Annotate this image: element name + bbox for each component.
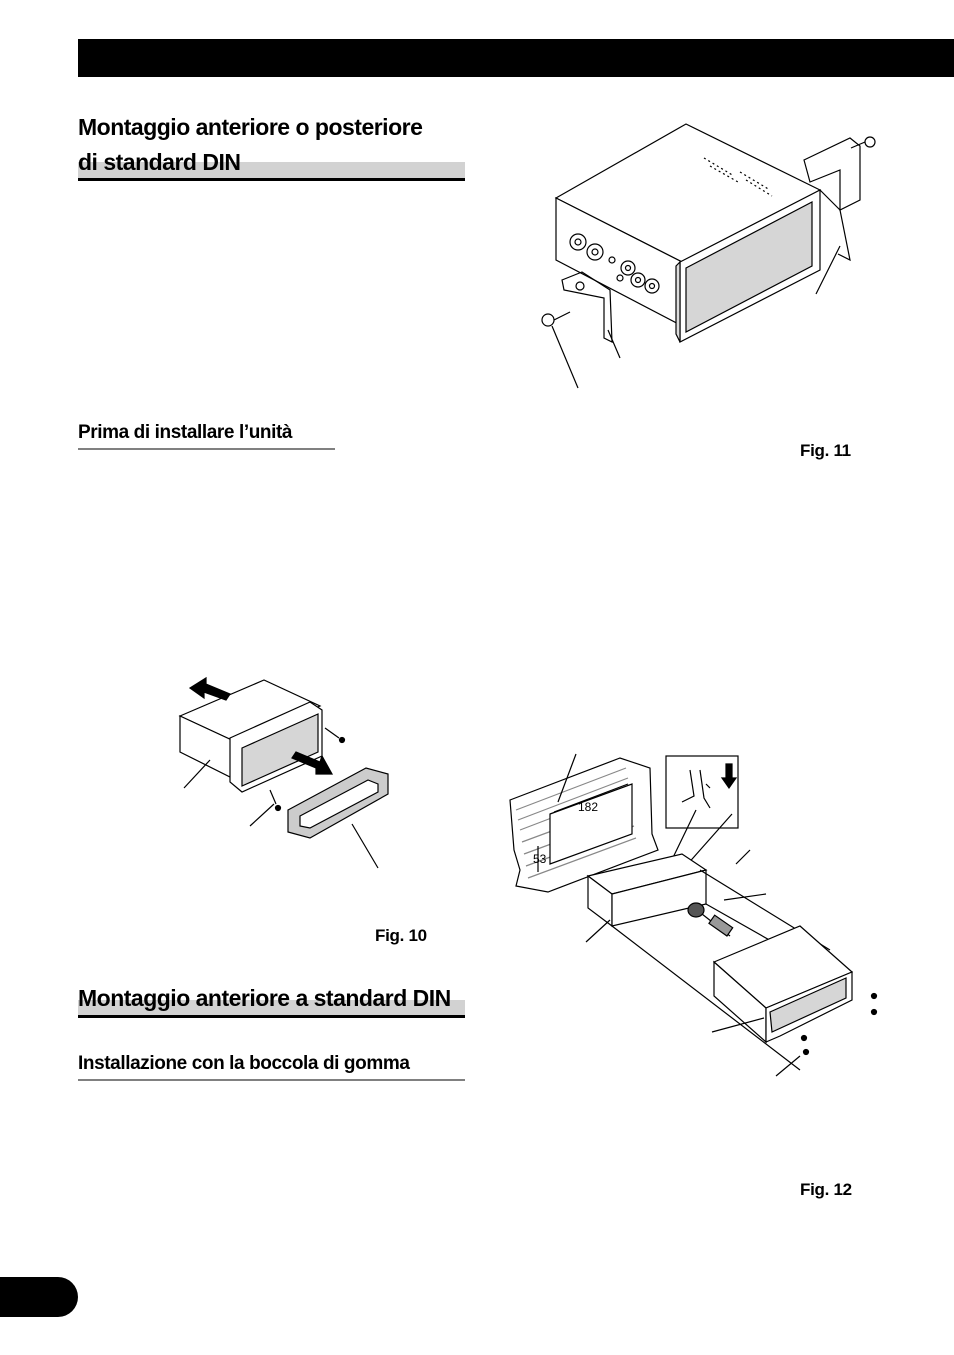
heading-rule xyxy=(78,178,465,181)
fig12-label: Fig. 12 xyxy=(800,1180,852,1199)
heading-shade xyxy=(78,162,465,178)
section-heading-din-front: Montaggio anteriore a standard DIN xyxy=(78,985,451,1011)
page-number-tab xyxy=(0,1277,78,1317)
section-heading-before-install: Prima di installare l’unità xyxy=(78,422,293,443)
fig10-illustration xyxy=(178,676,389,869)
fig12-illustration xyxy=(509,753,878,1077)
subheading-rule xyxy=(78,1079,465,1081)
section-heading-din-front-rear: Montaggio anteriore o posteriore di stan… xyxy=(78,110,465,180)
heading-line-2: di standard DIN xyxy=(78,149,241,175)
heading-shade xyxy=(78,1000,465,1016)
subheading-rule xyxy=(78,448,335,450)
page-header-bar xyxy=(78,39,954,77)
fig11-illustration xyxy=(541,123,876,389)
heading-rule xyxy=(78,1015,465,1018)
fig12-dimension-width: 182 xyxy=(578,800,599,814)
heading-line-1: Montaggio anteriore o posteriore xyxy=(78,114,423,140)
fig12-dimension-height: 53 xyxy=(533,852,547,866)
section-heading-rubber-bush: Installazione con la boccola di gomma xyxy=(78,1053,410,1074)
fig10-label: Fig. 10 xyxy=(375,926,427,945)
fig11-label: Fig. 11 xyxy=(800,441,851,460)
